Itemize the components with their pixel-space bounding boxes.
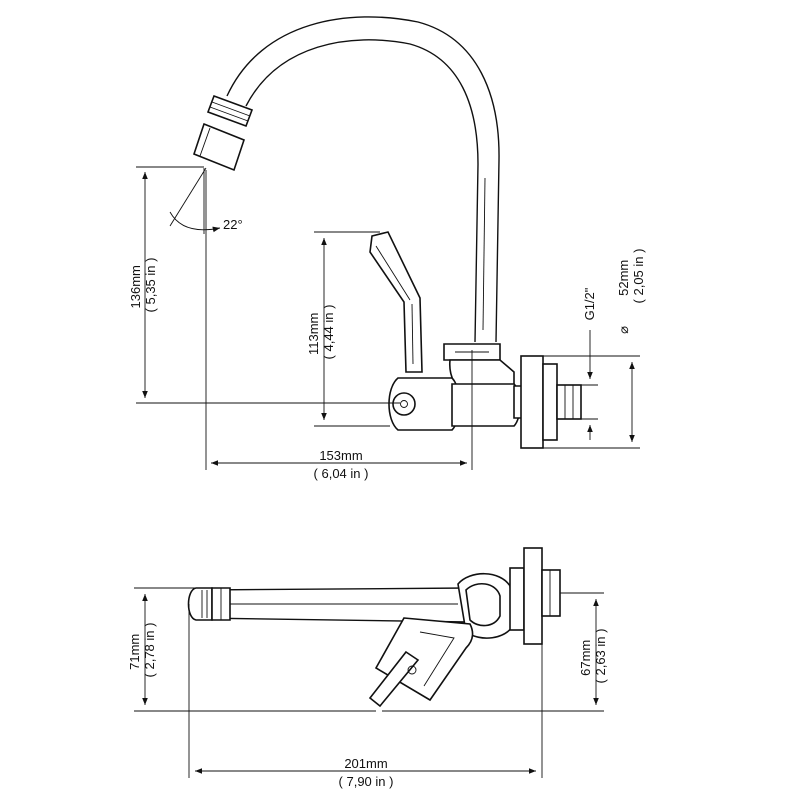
dim-136-mm: 136mm [128, 265, 143, 308]
dim-201-mm: 201mm [344, 756, 387, 771]
dim-113-in: ( 4,44 in ) [321, 305, 336, 360]
dim-136-in: ( 5,35 in ) [143, 258, 158, 313]
svg-text:67mm ( 2,63 in ): 67mm ( 2,63 in ) [578, 629, 608, 684]
dim-201-in: ( 7,90 in ) [339, 774, 394, 789]
diameter-symbol: ⌀ [616, 326, 631, 334]
thread-label: G1/2" [582, 287, 597, 320]
dimension-thread: G1/2" [581, 287, 598, 440]
dim-52-mm: 52mm [616, 260, 631, 296]
dim-113-mm: 113mm [306, 313, 321, 355]
aerator [193, 94, 254, 172]
wall-flange [520, 355, 582, 449]
svg-text:136mm ( 5,35 in ): 136mm ( 5,35 in ) [128, 258, 158, 313]
angle-dimension: 22° [169, 167, 243, 234]
valve-top [368, 573, 515, 708]
front-view: 22° 136mm ( 5,35 in ) 113mm ( 4,44 in ) [128, 16, 646, 481]
dim-67-mm: 67mm [578, 640, 593, 676]
dimension-diameter: ⌀ 52mm ( 2,05 in ) [543, 249, 646, 449]
flange-top [509, 547, 561, 645]
spout-top [187, 587, 469, 623]
dimension-153: 153mm ( 6,04 in ) [205, 170, 473, 481]
lever-handle [369, 231, 423, 373]
angle-label: 22° [223, 217, 243, 232]
dim-67-in: ( 2,63 in ) [593, 629, 608, 684]
dim-71-in: ( 2,78 in ) [142, 623, 157, 678]
dim-71-mm: 71mm [127, 634, 142, 670]
svg-text:71mm ( 2,78 in ): 71mm ( 2,78 in ) [127, 623, 157, 678]
dim-153-mm: 153mm [319, 448, 362, 463]
dimension-67: 67mm ( 2,63 in ) [382, 592, 608, 712]
dimension-113: 113mm ( 4,44 in ) [306, 231, 390, 427]
svg-text:52mm ( 2,05 in ): 52mm ( 2,05 in ) [616, 249, 646, 304]
dim-52-in: ( 2,05 in ) [631, 249, 646, 304]
dim-153-in: ( 6,04 in ) [314, 466, 369, 481]
dimension-71: 71mm ( 2,78 in ) [127, 587, 376, 712]
dimension-136: 136mm ( 5,35 in ) [128, 166, 400, 404]
top-view: 71mm ( 2,78 in ) 67mm ( 2,63 in ) 201mm … [127, 547, 608, 789]
gooseneck-spout [226, 16, 500, 343]
dimension-201: 201mm ( 7,90 in ) [188, 604, 543, 789]
svg-text:113mm ( 4,44 in ): 113mm ( 4,44 in ) [306, 305, 336, 360]
